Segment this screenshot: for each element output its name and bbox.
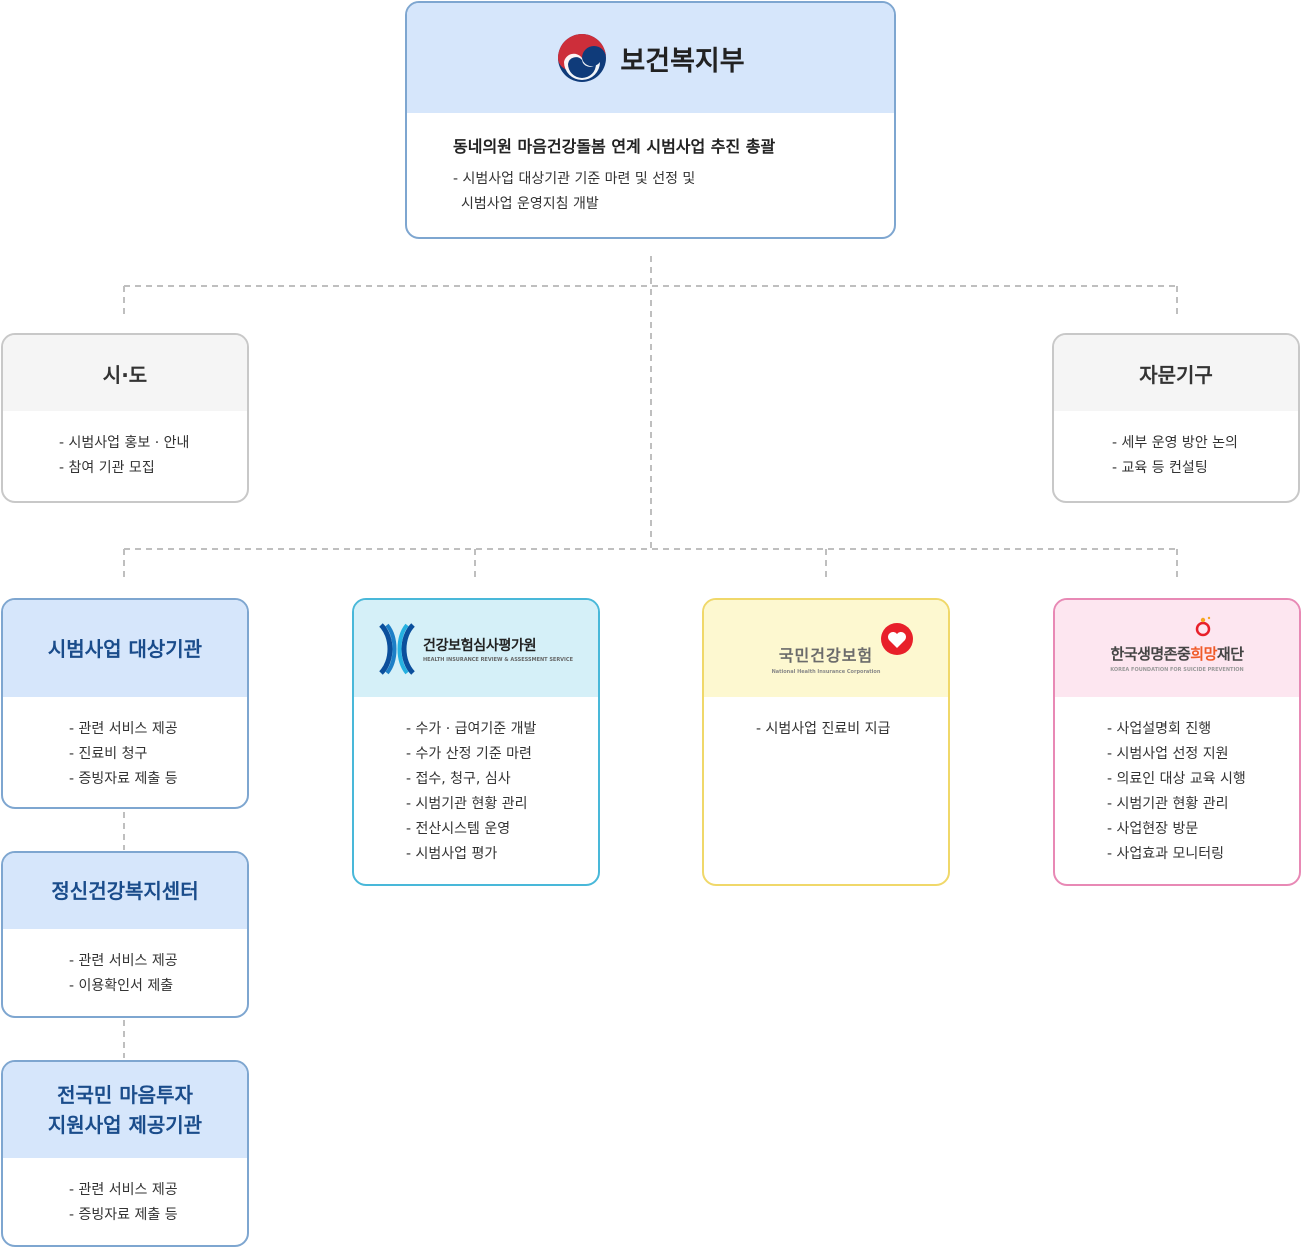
national-duty: 관련 서비스 제공 (69, 1178, 247, 1203)
nhis-box: 국민건강보험 National Health Insurance Corpora… (702, 598, 950, 886)
heart-logo-icon (881, 623, 914, 655)
mohw-title: 보건복지부 (620, 45, 745, 77)
kfsp-duty: 의료인 대상 교육 시행 (1107, 767, 1299, 792)
nhis-duty: 시범사업 진료비 지급 (756, 717, 948, 742)
kfsp-name-part1: 한국생명존중 (1110, 644, 1191, 663)
national-title-line2: 지원사업 제공기관 (47, 1113, 203, 1137)
pilot-title: 시범사업 대상기관 (3, 600, 247, 697)
sido-duty: 시범사업 홍보 · 안내 (59, 431, 247, 456)
hira-name: 건강보험심사평가원 (422, 637, 537, 654)
advisory-duty-list: 세부 운영 방안 논의 교육 등 컨설팅 (1054, 431, 1298, 481)
pilot-duty: 진료비 청구 (69, 742, 247, 767)
hira-duty: 시범기관 현황 관리 (406, 792, 598, 817)
flame-logo-icon (1196, 616, 1211, 636)
national-duty-list: 관련 서비스 제공 증빙자료 제출 등 (3, 1178, 247, 1228)
pilot-duty: 증빙자료 제출 등 (69, 767, 247, 792)
pilot-institution-box: 시범사업 대상기관 관련 서비스 제공 진료비 청구 증빙자료 제출 등 (1, 598, 249, 809)
hira-name-en: HEALTH INSURANCE REVIEW & ASSESSMENT SER… (422, 656, 574, 663)
kfsp-name-part2: 희망 (1190, 644, 1217, 663)
kfsp-name-part3: 재단 (1216, 644, 1244, 663)
mental-duty: 관련 서비스 제공 (69, 949, 247, 974)
advisory-title: 자문기구 (1054, 335, 1298, 411)
hira-duty: 수가 · 급여기준 개발 (406, 717, 598, 742)
hira-duty: 전산시스템 운영 (406, 817, 598, 842)
mental-duty-list: 관련 서비스 제공 이용확인서 제출 (3, 949, 247, 999)
hira-duty: 수가 산정 기준 마련 (406, 742, 598, 767)
hira-box: 건강보험심사평가원 HEALTH INSURANCE REVIEW & ASSE… (352, 598, 600, 886)
advisory-box: 자문기구 세부 운영 방안 논의 교육 등 컨설팅 (1052, 333, 1300, 503)
mental-health-center-box: 정신건강복지센터 관련 서비스 제공 이용확인서 제출 (1, 851, 249, 1018)
taegeuk-logo-icon (558, 34, 607, 82)
nhis-header: 국민건강보험 National Health Insurance Corpora… (704, 600, 948, 697)
mohw-duty-continued: 시범사업 운영지침 개발 (461, 196, 599, 212)
nhis-name: 국민건강보험 (778, 646, 874, 665)
hira-duty: 접수, 청구, 심사 (406, 767, 598, 792)
nhis-name-en: National Health Insurance Corporation (771, 669, 881, 675)
kfsp-duty: 사업현장 방문 (1107, 817, 1299, 842)
national-provider-box: 전국민 마음투자 지원사업 제공기관 관련 서비스 제공 증빙자료 제출 등 (1, 1060, 249, 1247)
national-title-line1: 전국민 마음투자 (57, 1083, 193, 1107)
hira-x-logo-icon (379, 622, 415, 675)
kfsp-duty: 사업설명회 진행 (1107, 717, 1299, 742)
advisory-duty: 교육 등 컨설팅 (1112, 456, 1298, 481)
sido-title: 시·도 (3, 335, 247, 411)
advisory-duty: 세부 운영 방안 논의 (1112, 431, 1298, 456)
national-duty: 증빙자료 제출 등 (69, 1203, 247, 1228)
kfsp-duty: 시범사업 선정 지원 (1107, 742, 1299, 767)
mohw-duty-list: 시범사업 대상기관 기준 마련 및 선정 및 (453, 167, 894, 192)
kfsp-duty: 시범기관 현황 관리 (1107, 792, 1299, 817)
kfsp-name-en: KOREA FOUNDATION FOR SUICIDE PREVENTION (1110, 666, 1244, 673)
mental-duty: 이용확인서 제출 (69, 974, 247, 999)
national-title: 전국민 마음투자 지원사업 제공기관 (3, 1062, 247, 1158)
mohw-box: 보건복지부 동네의원 마음건강돌봄 연계 시범사업 추진 총괄 시범사업 대상기… (405, 1, 896, 239)
kfsp-header: 한국생명존중희망재단 KOREA FOUNDATION FOR SUICIDE … (1055, 600, 1299, 697)
nhis-duty-list: 시범사업 진료비 지급 (704, 717, 948, 742)
hira-duty: 시범사업 평가 (406, 842, 598, 867)
kfsp-duty-list: 사업설명회 진행 시범사업 선정 지원 의료인 대상 교육 시행 시범기관 현황… (1055, 717, 1299, 867)
kfsp-duty: 사업효과 모니터링 (1107, 842, 1299, 867)
kfsp-name: 한국생명존중희망재단 (1110, 643, 1244, 664)
mental-title: 정신건강복지센터 (3, 853, 247, 929)
mohw-summary: 동네의원 마음건강돌봄 연계 시범사업 추진 총괄 (453, 137, 776, 156)
sido-duty: 참여 기관 모집 (59, 456, 247, 481)
kfsp-box: 한국생명존중희망재단 KOREA FOUNDATION FOR SUICIDE … (1053, 598, 1301, 886)
hira-duty-list: 수가 · 급여기준 개발 수가 산정 기준 마련 접수, 청구, 심사 시범기관… (354, 717, 598, 867)
sido-box: 시·도 시범사업 홍보 · 안내 참여 기관 모집 (1, 333, 249, 503)
mohw-header: 보건복지부 (407, 3, 894, 113)
pilot-duty-list: 관련 서비스 제공 진료비 청구 증빙자료 제출 등 (3, 717, 247, 792)
mohw-duty: 시범사업 대상기관 기준 마련 및 선정 및 (453, 167, 894, 192)
sido-duty-list: 시범사업 홍보 · 안내 참여 기관 모집 (3, 431, 247, 481)
hira-header: 건강보험심사평가원 HEALTH INSURANCE REVIEW & ASSE… (354, 600, 598, 697)
pilot-duty: 관련 서비스 제공 (69, 717, 247, 742)
